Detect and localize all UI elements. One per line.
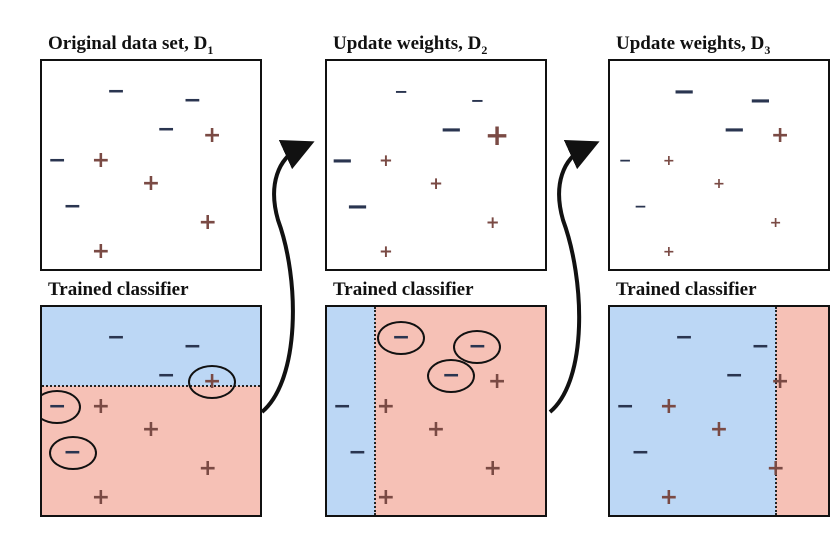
classifier-panel: −−−+−++−++ [40,305,262,517]
plus-point: + [376,485,396,511]
plus-point: + [91,239,111,265]
dataset-title-subscript: 2 [481,42,488,57]
dataset-title-text: Update weights, D [333,33,482,54]
minus-point: − [183,333,202,359]
minus-point: − [333,393,352,419]
plus-point: + [141,170,161,196]
plus-point: + [202,122,222,148]
misclassified-circle [42,389,82,424]
classifier-panel: −−−+−++−++ [608,305,830,517]
plus-point: + [485,212,500,232]
misclassified-circle [427,358,476,393]
plus-point: + [198,456,217,482]
classifier-panel: −−−+−++−++ [325,305,547,517]
minus-point: − [394,81,409,101]
plus-point: + [659,393,679,419]
plus-point: + [770,368,790,394]
minus-point: − [722,112,746,145]
minus-point: − [748,83,772,116]
minus-point: − [470,90,485,110]
plus-point: + [378,150,393,170]
dataset-title-subscript: 3 [764,42,771,57]
minus-point: − [345,189,370,222]
minus-point: − [348,439,367,465]
misclassified-circle [377,321,426,356]
dataset-title: Update weights, D2 [333,33,487,58]
minus-point: − [330,144,354,177]
plus-point: + [662,152,675,169]
decision-boundary [42,385,260,388]
minus-point: − [106,79,126,105]
arrow-1 [260,140,315,414]
minus-point: − [63,193,82,219]
minus-point: − [616,393,635,419]
minus-point: − [106,325,126,351]
arrow-2 [548,140,600,414]
plus-point: + [91,147,111,173]
minus-point: − [634,196,647,215]
plus-point: + [713,175,725,192]
plus-point: + [709,416,729,442]
minus-point: − [183,87,202,113]
minus-point: − [725,362,744,388]
plus-point: + [659,485,679,511]
negative-region [327,307,375,515]
dataset-panel: −−−+−++−++ [325,59,547,271]
plus-point: + [376,393,396,419]
positive-region [775,307,828,515]
minus-point: − [672,75,696,108]
plus-point: + [198,210,217,236]
dataset-panel: −−−+−++−++ [608,59,830,271]
dataset-panel: −−−+−++−++ [40,59,262,271]
plus-point: + [483,456,502,482]
plus-point: + [484,118,510,154]
minus-point: − [618,151,632,170]
dataset-title: Update weights, D3 [616,33,770,58]
plus-point: + [141,416,161,442]
plus-point: + [770,122,790,148]
plus-point: + [378,242,393,262]
decision-boundary [373,307,376,515]
misclassified-circle [188,364,237,399]
minus-point: − [48,147,67,173]
decision-boundary [774,307,777,515]
classifier-title: Trained classifier [333,279,474,300]
plus-point: + [487,368,507,394]
misclassified-circle [453,329,502,364]
minus-point: − [157,116,176,142]
minus-point: − [674,325,694,351]
dataset-title-subscript: 1 [207,42,214,57]
plus-point: + [769,215,782,232]
minus-point: − [631,439,650,465]
misclassified-circle [48,435,97,470]
classifier-title: Trained classifier [616,279,757,300]
plus-point: + [662,244,675,261]
plus-point: + [91,485,111,511]
plus-point: + [91,393,111,419]
minus-point: − [751,333,770,359]
dataset-title-text: Original data set, D [48,33,208,54]
minus-point: − [157,362,176,388]
plus-point: + [429,173,443,193]
plus-point: + [766,456,785,482]
plus-point: + [426,416,446,442]
dataset-title-text: Update weights, D [616,33,765,54]
negative-region [610,307,776,515]
classifier-title: Trained classifier [48,279,189,300]
minus-point: − [439,112,463,145]
dataset-title: Original data set, D1 [48,33,213,58]
